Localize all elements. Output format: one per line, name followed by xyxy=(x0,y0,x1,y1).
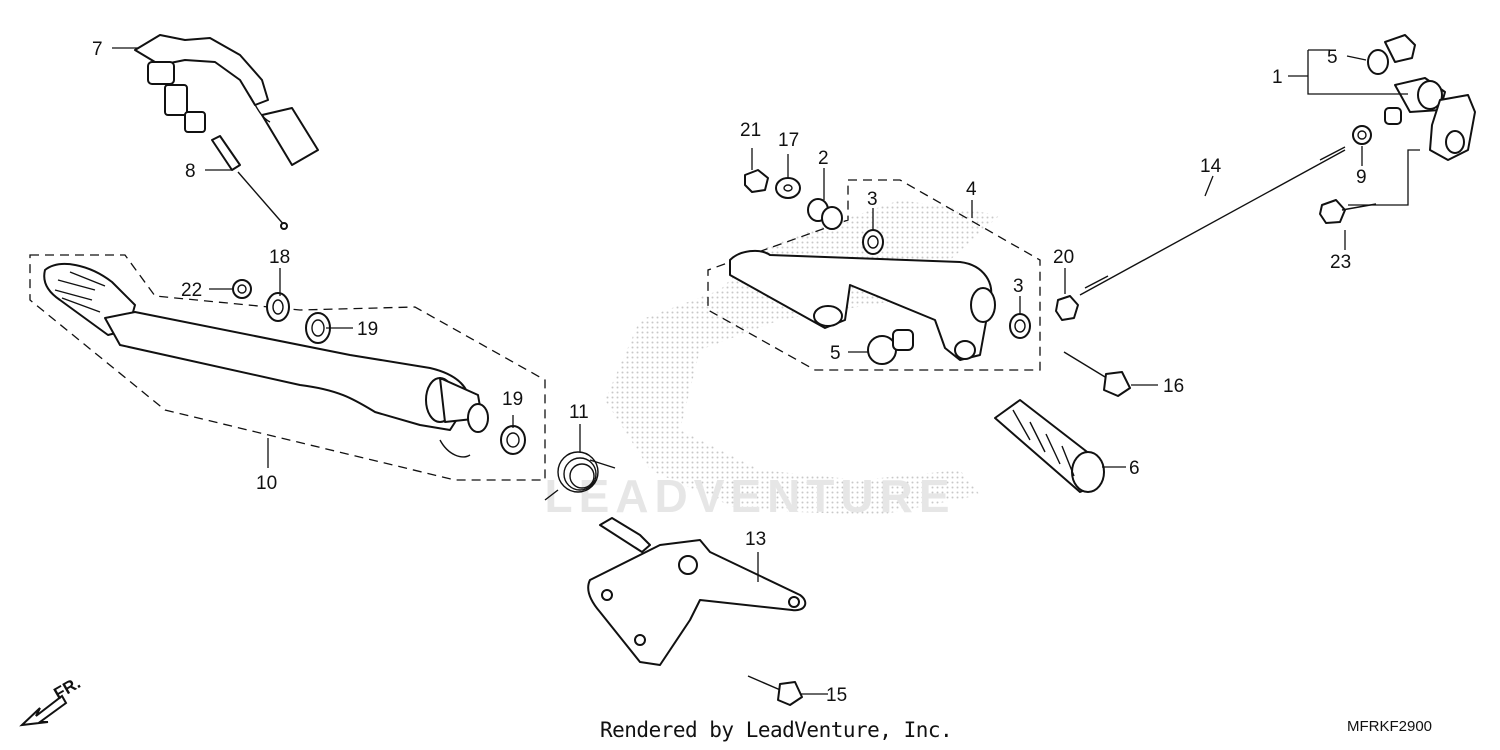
callout-5: 5 xyxy=(1327,47,1338,68)
callout-4: 4 xyxy=(966,179,977,200)
callout-15: 15 xyxy=(826,685,847,706)
callouts: 7 8 22 18 19 19 10 11 13 15 21 17 2 3 4 … xyxy=(92,39,1367,706)
callout-19: 19 xyxy=(502,389,523,410)
callout-17: 17 xyxy=(778,130,799,151)
callout-23: 23 xyxy=(1330,252,1351,273)
part-14-rod xyxy=(1079,146,1346,296)
part-17-washer xyxy=(775,177,801,199)
callout-16: 16 xyxy=(1163,376,1184,397)
callout-3: 3 xyxy=(1013,276,1024,297)
callout-20: 20 xyxy=(1053,247,1074,268)
callout-2: 2 xyxy=(818,148,829,169)
callout-10: 10 xyxy=(256,473,277,494)
callout-22: 22 xyxy=(181,280,202,301)
part-15-bolt xyxy=(747,675,803,706)
part-6-rubber xyxy=(994,399,1105,493)
part-8-rod xyxy=(211,135,288,230)
callout-6: 6 xyxy=(1129,458,1140,479)
part-10-pedal xyxy=(29,254,546,481)
part-5-joint-a xyxy=(867,329,914,365)
diagram-code: MFRKF2900 xyxy=(1347,718,1433,735)
callout-1: 1 xyxy=(1272,67,1283,88)
front-label: FR. xyxy=(51,673,84,703)
part-7-switch xyxy=(134,34,319,166)
part-21-nut xyxy=(744,169,769,193)
callout-18: 18 xyxy=(269,247,290,268)
part-18-washer xyxy=(266,292,290,322)
part-22-clip xyxy=(232,279,252,299)
render-credit: Rendered by LeadVenture, Inc. xyxy=(600,718,953,742)
callout-8: 8 xyxy=(185,161,196,182)
callout-9: 9 xyxy=(1356,167,1367,188)
watermark-text: LEADVENTURE xyxy=(544,470,955,522)
part-5-joint-b xyxy=(1367,34,1416,75)
front-direction-marker: FR. xyxy=(19,673,84,727)
part-3-seal-b xyxy=(1009,313,1031,339)
callout-11: 11 xyxy=(569,402,589,423)
part-23-bolt xyxy=(1319,199,1377,224)
part-9-nut xyxy=(1352,125,1372,145)
callout-19: 19 xyxy=(357,319,378,340)
part-3-seal-a xyxy=(862,229,884,255)
callout-14: 14 xyxy=(1200,156,1222,177)
callout-13: 13 xyxy=(745,529,766,550)
callout-5: 5 xyxy=(830,343,841,364)
part-16-bolt xyxy=(1063,351,1131,397)
leader-lines xyxy=(112,47,1420,695)
front-arrow-icon xyxy=(19,694,68,727)
callout-3: 3 xyxy=(867,189,878,210)
part-4-link xyxy=(707,179,1041,371)
watermark-logo: LEADVENTURE xyxy=(544,200,1000,522)
callout-7: 7 xyxy=(92,39,103,60)
part-2-collar xyxy=(807,198,843,230)
part-20-nut xyxy=(1055,295,1079,321)
callout-21: 21 xyxy=(740,120,761,141)
part-11-spring xyxy=(544,451,616,501)
part-1-assembly xyxy=(1384,77,1476,161)
part-13-bracket xyxy=(587,517,807,666)
part-19-seal-b xyxy=(500,425,526,455)
